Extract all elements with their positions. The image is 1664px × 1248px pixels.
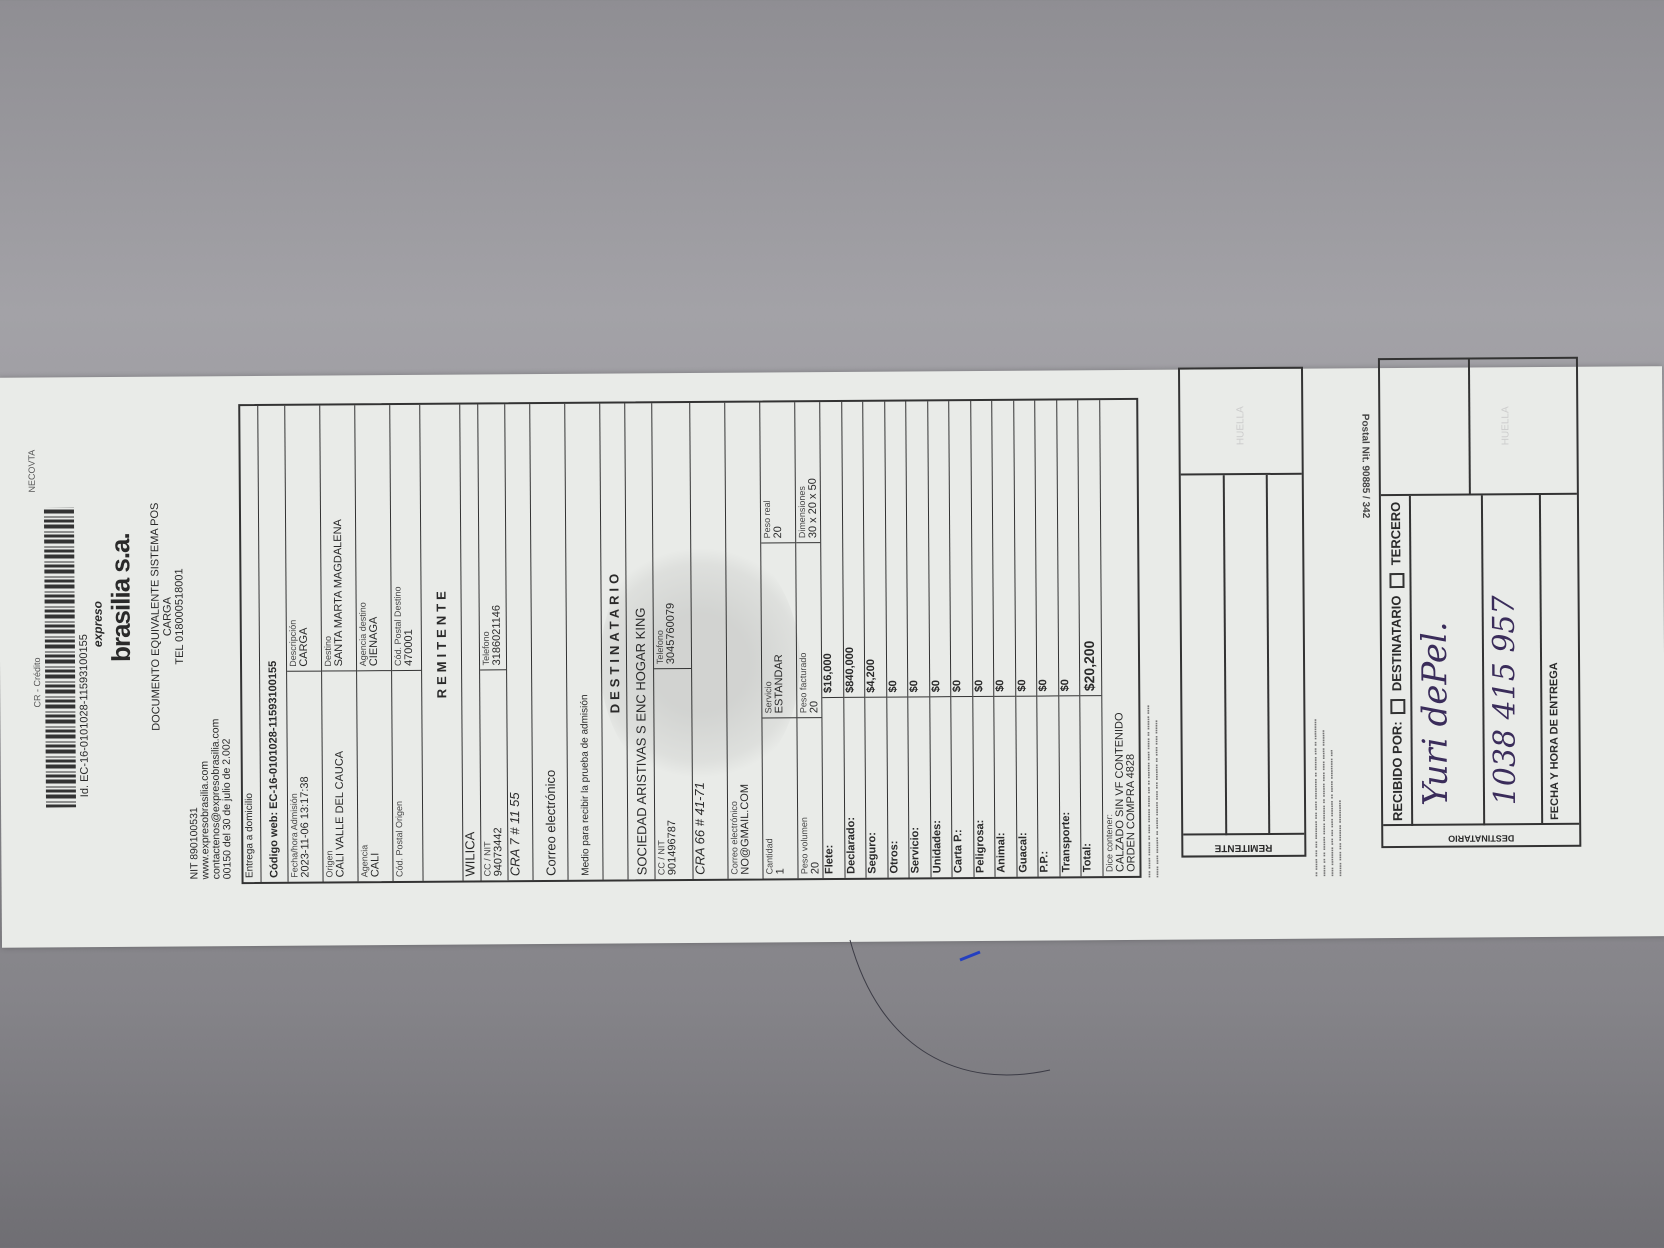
cost-value: $0 [1035, 400, 1058, 697]
handwritten-name: Yuri dePel. [1414, 621, 1457, 806]
cost-row: Total: $20,200 [1078, 400, 1104, 877]
hair-strand [849, 939, 1051, 1076]
recipient-checkbox[interactable] [1390, 698, 1406, 714]
recipient-box-title: DESTINATARIO [1448, 833, 1515, 844]
recipient-option-label: DESTINATARIO [1388, 595, 1405, 692]
dimensions: 30 x 20 x 50 [806, 478, 820, 539]
description: CARGA [297, 627, 311, 667]
cost-label: Seguro: [866, 832, 879, 874]
cost-value: $0 [927, 401, 951, 698]
policy-fine-print: ▪▪ ▪▪▪▪▪ ▪▪▪ ▪▪▪ ▪▪▪▪▪▪▪▪ ▪▪▪ ▪▪▪▪ ▪▪▪▪▪… [1312, 718, 1345, 877]
cost-value: $20,200 [1078, 400, 1101, 697]
web-code: EC-16-0101028-11593100155 [267, 660, 281, 809]
cost-label: Otros: [887, 840, 901, 874]
recipient-title: DESTINATARIO [605, 569, 622, 714]
company-logo: brasilia s.a. [105, 533, 137, 663]
cost-value: $4,200 [863, 401, 886, 698]
admission-date: 2023-11-06 13:17:38 [298, 776, 312, 878]
payment-type: CR - Crédito [31, 657, 43, 708]
cost-label: Animal: [995, 832, 1008, 873]
sender-phone: 3186021146 [490, 604, 504, 666]
cost-value: $840,000 [841, 401, 865, 698]
sender-title: REMITENTE [433, 587, 450, 699]
delivery-receipt-box: DESTINATARIO RECIBIDO POR: DESTINATARIO … [1377, 356, 1582, 849]
cost-value: $0 [1056, 400, 1080, 697]
sender-signature-box: REMITENTE HUELLA [1177, 366, 1307, 858]
quantity: 1 [774, 868, 787, 875]
receipt-id: Id. EC-16-0101028-11593100155 [77, 634, 91, 798]
sender-email-label: Correo electrónico [543, 769, 558, 877]
sender-address: CRA 7 # 11 55 [507, 792, 523, 877]
delivery-date-label: FECHA Y HORA DE ENTREGA [1548, 662, 1562, 820]
real-weight: 20 [772, 526, 785, 539]
sender-fingerprint-label: HUELLA [1235, 406, 1247, 446]
received-by-label: RECIBIDO POR: [1389, 721, 1406, 822]
cost-label: Carta P.: [952, 829, 965, 874]
cost-value: $0 [992, 400, 1015, 697]
terms-fine-print: ▪▪▪ ▪▪▪▪▪ ▪▪▪▪▪▪ ▪▪ ▪▪▪▪ ▪▪▪▪▪▪ ▪▪▪▪▪ ▪▪… [1145, 704, 1162, 878]
cost-value: $0 [949, 401, 972, 698]
barcode [43, 507, 77, 808]
recipient-phone: 3045760079 [664, 602, 678, 665]
billed-weight: 20 [808, 700, 821, 714]
dest-agency: CIENAGA [367, 616, 381, 667]
cost-label: Transporte: [1059, 811, 1073, 873]
real-weight-label: Peso real [761, 500, 773, 539]
corner-label: NECOVTA [26, 449, 37, 493]
ink-mark [959, 950, 981, 962]
cost-label: Peligrosa: [973, 819, 987, 874]
agency: CALI [369, 852, 382, 878]
origin: CALI VALLE DEL CAUCA [333, 750, 347, 878]
dest-postal: 470001 [402, 629, 416, 666]
proof-medium-label: Medio para recibir la prueba de admisión [578, 694, 592, 876]
vol-weight: 20 [809, 861, 822, 875]
cost-value: $0 [1013, 400, 1037, 697]
third-party-checkbox[interactable] [1389, 572, 1405, 588]
contents-line-2: ORDEN COMPRA 4828 [1124, 753, 1138, 872]
cost-label: Unidades: [930, 820, 944, 874]
cost-value: $0 [970, 400, 994, 698]
web-code-label: Código web: [268, 811, 281, 878]
recipient-id: 901496787 [666, 820, 679, 876]
recipient-email: NO@GMAIL.COM [738, 783, 752, 875]
origin-postal-label: Cód. Postal Origen [393, 800, 405, 878]
cost-value: $16,000 [820, 401, 843, 699]
handwritten-id: 1038 415 957 [1486, 595, 1524, 806]
recipient-fingerprint-label: HUELLA [1500, 406, 1512, 446]
sender-box-title: REMITENTE [1214, 841, 1273, 854]
cost-value: $0 [884, 401, 908, 698]
cost-label: Total: [1081, 843, 1094, 873]
third-party-option-label: TERCERO [1387, 501, 1404, 566]
destination: SANTA MARTA MAGDALENA [332, 519, 346, 667]
cost-label: Flete: [823, 844, 836, 875]
shipping-receipt: NECOVTA CR - Crédito Id. EC-16-0101028-1… [0, 356, 1664, 948]
recipient-name: SOCIEDAD ARISTIVAS S ENC HOGAR KING [633, 607, 649, 876]
cost-label: Declarado: [844, 816, 858, 874]
delivery-type: Entrega a domicilio [243, 792, 256, 879]
company-phone: TEL 018000518001 [173, 568, 187, 665]
cost-value: $0 [906, 401, 929, 698]
footer-code: Postal Nit. 90885 / 342 [1359, 413, 1372, 519]
sender-name: WILICA [463, 831, 478, 877]
cost-label: Servicio: [909, 826, 922, 874]
cost-label: P.P.: [1038, 850, 1051, 873]
recipient-address: CRA 66 # 41-71 [692, 782, 708, 875]
service: ESTANDAR [772, 654, 786, 714]
sender-id: 94073442 [492, 827, 505, 877]
logo-top: expreso [90, 601, 105, 648]
cost-label: Guacal: [1016, 832, 1030, 873]
shipment-table: Entrega a domicilio Código web: EC-16-01… [238, 397, 1142, 885]
company-resolution: 00150 del 30 de julio de 2.002 [220, 738, 234, 880]
